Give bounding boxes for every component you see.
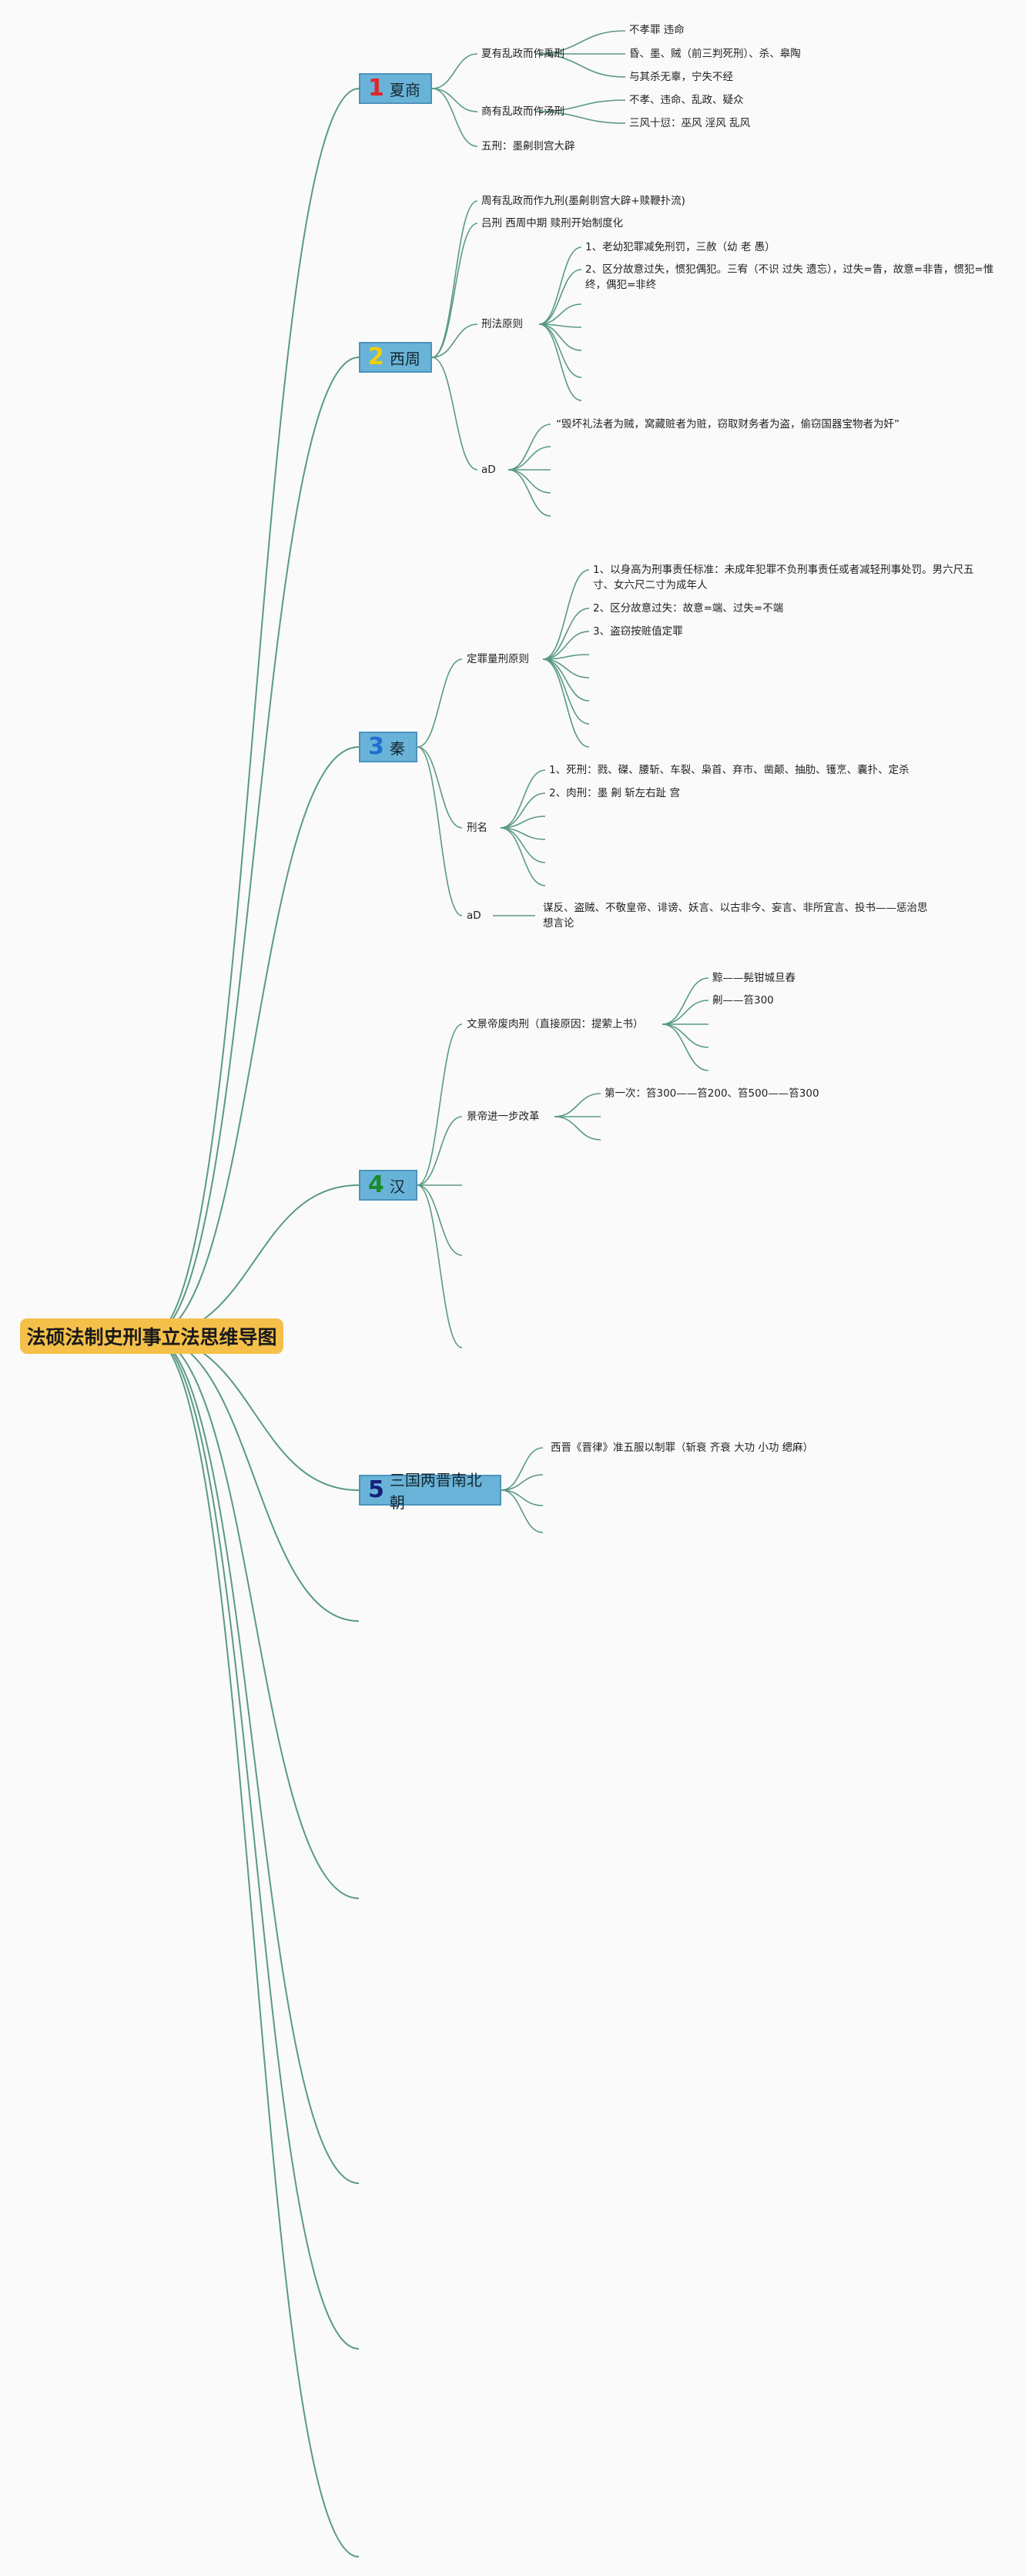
connector-line-45 <box>500 769 546 829</box>
connector-line-28 <box>538 323 582 401</box>
connector-line-41 <box>542 658 590 678</box>
branch-xia-shang[interactable]: 1 夏商 <box>359 73 432 104</box>
node-han-wenjing-1: 黥——髡钳城旦舂 <box>712 972 796 984</box>
connector-line-17 <box>534 111 626 124</box>
connector-line-58 <box>662 1000 709 1025</box>
branch-number: 5 <box>368 1476 384 1503</box>
node-zhou-principle-1: 1、老幼犯罪减免刑罚，三赦（幼 老 愚） <box>585 241 775 253</box>
node-qin-xingming-2: 2、肉刑：墨 劓 斩左右趾 宫 <box>549 787 680 799</box>
node-han-wenjing: 文景帝废肉刑（直接原因：提萦上书） <box>467 1018 644 1030</box>
node-shang-tang-1: 不孝、违命、乱政、疑众 <box>629 94 744 106</box>
branch-han[interactable]: 4 汉 <box>359 1170 417 1201</box>
connector-line-66 <box>501 1474 544 1491</box>
node-qin-ad: aD <box>467 909 481 922</box>
branch-sanguo-liangjin-nanbeichao[interactable]: 5 三国两晋南北朝 <box>359 1471 501 1512</box>
branch-qin[interactable]: 3 秦 <box>359 732 417 762</box>
connector-line-19 <box>431 223 478 358</box>
connector-line-21 <box>431 357 478 471</box>
connector-line-30 <box>507 446 551 471</box>
node-sanguo-1: 西晋《晋律》准五服以制罪（斩衰 齐衰 大功 小功 缌麻） <box>551 1442 814 1454</box>
branch-number: 1 <box>368 75 384 102</box>
connector-line-23 <box>538 269 582 325</box>
mindmap-root-title: 法硕法制史刑事立法思维导图 <box>20 1318 283 1354</box>
node-xia-yu-3: 与其杀无辜，宁失不经 <box>629 71 733 83</box>
connector-line-22 <box>538 246 582 325</box>
branch-label: 汉 <box>389 1177 405 1196</box>
connector-line-29 <box>507 424 551 471</box>
connector-line-36 <box>417 746 463 916</box>
node-qin-xingming: 刑名 <box>467 822 487 834</box>
connector-line-52 <box>417 1023 463 1186</box>
connector-line-53 <box>417 1116 463 1186</box>
connector-line-10 <box>431 53 478 89</box>
connector-line-68 <box>501 1489 544 1533</box>
connector-line-11 <box>431 88 478 112</box>
connector-line-38 <box>542 608 590 660</box>
node-zhou-ad-1: “毁坏礼法者为贼，窝藏赃者为赃，窃取财务者为盗，偷窃国器宝物者为奸” <box>556 418 899 430</box>
node-xia-yu-xing: 夏有乱政而作禹刑 <box>481 48 564 60</box>
connector-line-16 <box>534 99 626 112</box>
node-qin-dingzui-2: 2、区分故意过失：故意=端、过失=不端 <box>593 602 784 615</box>
connector-line-2 <box>149 746 360 1337</box>
node-zhou-principle: 刑法原则 <box>481 318 523 330</box>
branch-xi-zhou[interactable]: 2 西周 <box>359 342 432 373</box>
connector-line-50 <box>500 827 546 886</box>
connector-line-34 <box>417 658 463 748</box>
connector-line-62 <box>554 1093 601 1117</box>
node-zhou-ad: aD <box>481 464 496 476</box>
connector-line-55 <box>417 1184 463 1256</box>
connector-line-37 <box>542 569 590 660</box>
branch-label: 西周 <box>389 349 420 368</box>
branch-label: 三国两晋南北朝 <box>389 1471 482 1512</box>
connector-line-24 <box>538 303 582 325</box>
branch-number: 4 <box>368 1171 384 1198</box>
connector-line-8 <box>149 1335 360 2350</box>
node-han-wenjing-2: 劓——笞300 <box>712 994 774 1007</box>
branch-number: 3 <box>368 733 384 760</box>
node-qin-dingzui-3: 3、盗窃按赃值定罪 <box>593 625 683 638</box>
node-zhou-lv-xing: 吕刑 西周中期 赎刑开始制度化 <box>481 217 624 229</box>
connector-line-56 <box>417 1184 463 1348</box>
connector-line-64 <box>554 1116 601 1141</box>
connector-line-65 <box>501 1447 544 1491</box>
node-qin-ad-1: 谋反、盗贼、不敬皇帝、诽谤、妖言、以古非今、妄言、非所宜言、投书——惩治思想言论 <box>543 902 928 930</box>
branch-label: 秦 <box>389 739 405 758</box>
connector-line-20 <box>431 323 478 358</box>
node-qin-dingzui-1: 1、以身高为刑事责任标准：未成年犯罪不负刑事责任或者减轻刑事处罚。男六尺五寸、女… <box>593 564 974 591</box>
connector-line-35 <box>417 746 463 829</box>
connector-line-7 <box>149 1335 360 2184</box>
node-zhou-jiu-xing: 周有乱政而作九刑(墨劓剕宫大辟+赎鞭扑流) <box>481 195 685 207</box>
node-qin-dingzui: 定罪量刑原则 <box>467 653 529 665</box>
connector-line-12 <box>431 88 478 147</box>
connector-line-6 <box>149 1335 360 1899</box>
node-xia-yu-1: 不孝罪 违命 <box>629 24 685 36</box>
node-shang-tang-xing: 商有乱政而作汤刑 <box>481 106 564 118</box>
connector-line-0 <box>149 88 360 1337</box>
node-wu-xing: 五刑：墨劓剕宫大辟 <box>481 140 575 152</box>
connector-line-15 <box>534 53 626 78</box>
node-qin-xingming-1: 1、死刑：戮、磔、腰斩、车裂、枭首、弃市、凿颠、抽肋、镬烹、囊扑、定杀 <box>549 764 909 776</box>
node-han-jingdi: 景帝进一步改革 <box>467 1110 540 1123</box>
connector-line-44 <box>542 658 590 748</box>
connector-line-9 <box>149 1335 360 2558</box>
node-shang-tang-2: 三风十愆：巫风 淫风 乱风 <box>629 117 751 129</box>
branch-label: 夏商 <box>389 80 420 99</box>
connector-line-61 <box>662 1023 709 1071</box>
connector-line-60 <box>662 1023 709 1048</box>
connector-line-33 <box>507 469 551 517</box>
connector-line-13 <box>534 30 626 55</box>
node-han-jingdi-1: 第一次：笞300——笞200、笞500——笞300 <box>605 1087 819 1100</box>
node-xia-yu-2: 昏、墨、贼（前三判死刑）、杀、皋陶 <box>629 48 801 60</box>
connector-line-26 <box>538 323 582 351</box>
node-zhou-principle-2: 2、区分故意过失，惯犯偶犯。三宥（不识 过失 遗忘），过失=眚，故意=非眚，惯犯… <box>585 263 994 291</box>
branch-number: 2 <box>368 343 384 370</box>
connector-line-1 <box>149 357 360 1337</box>
connector-line-46 <box>500 792 546 829</box>
connector-line-57 <box>662 977 709 1025</box>
